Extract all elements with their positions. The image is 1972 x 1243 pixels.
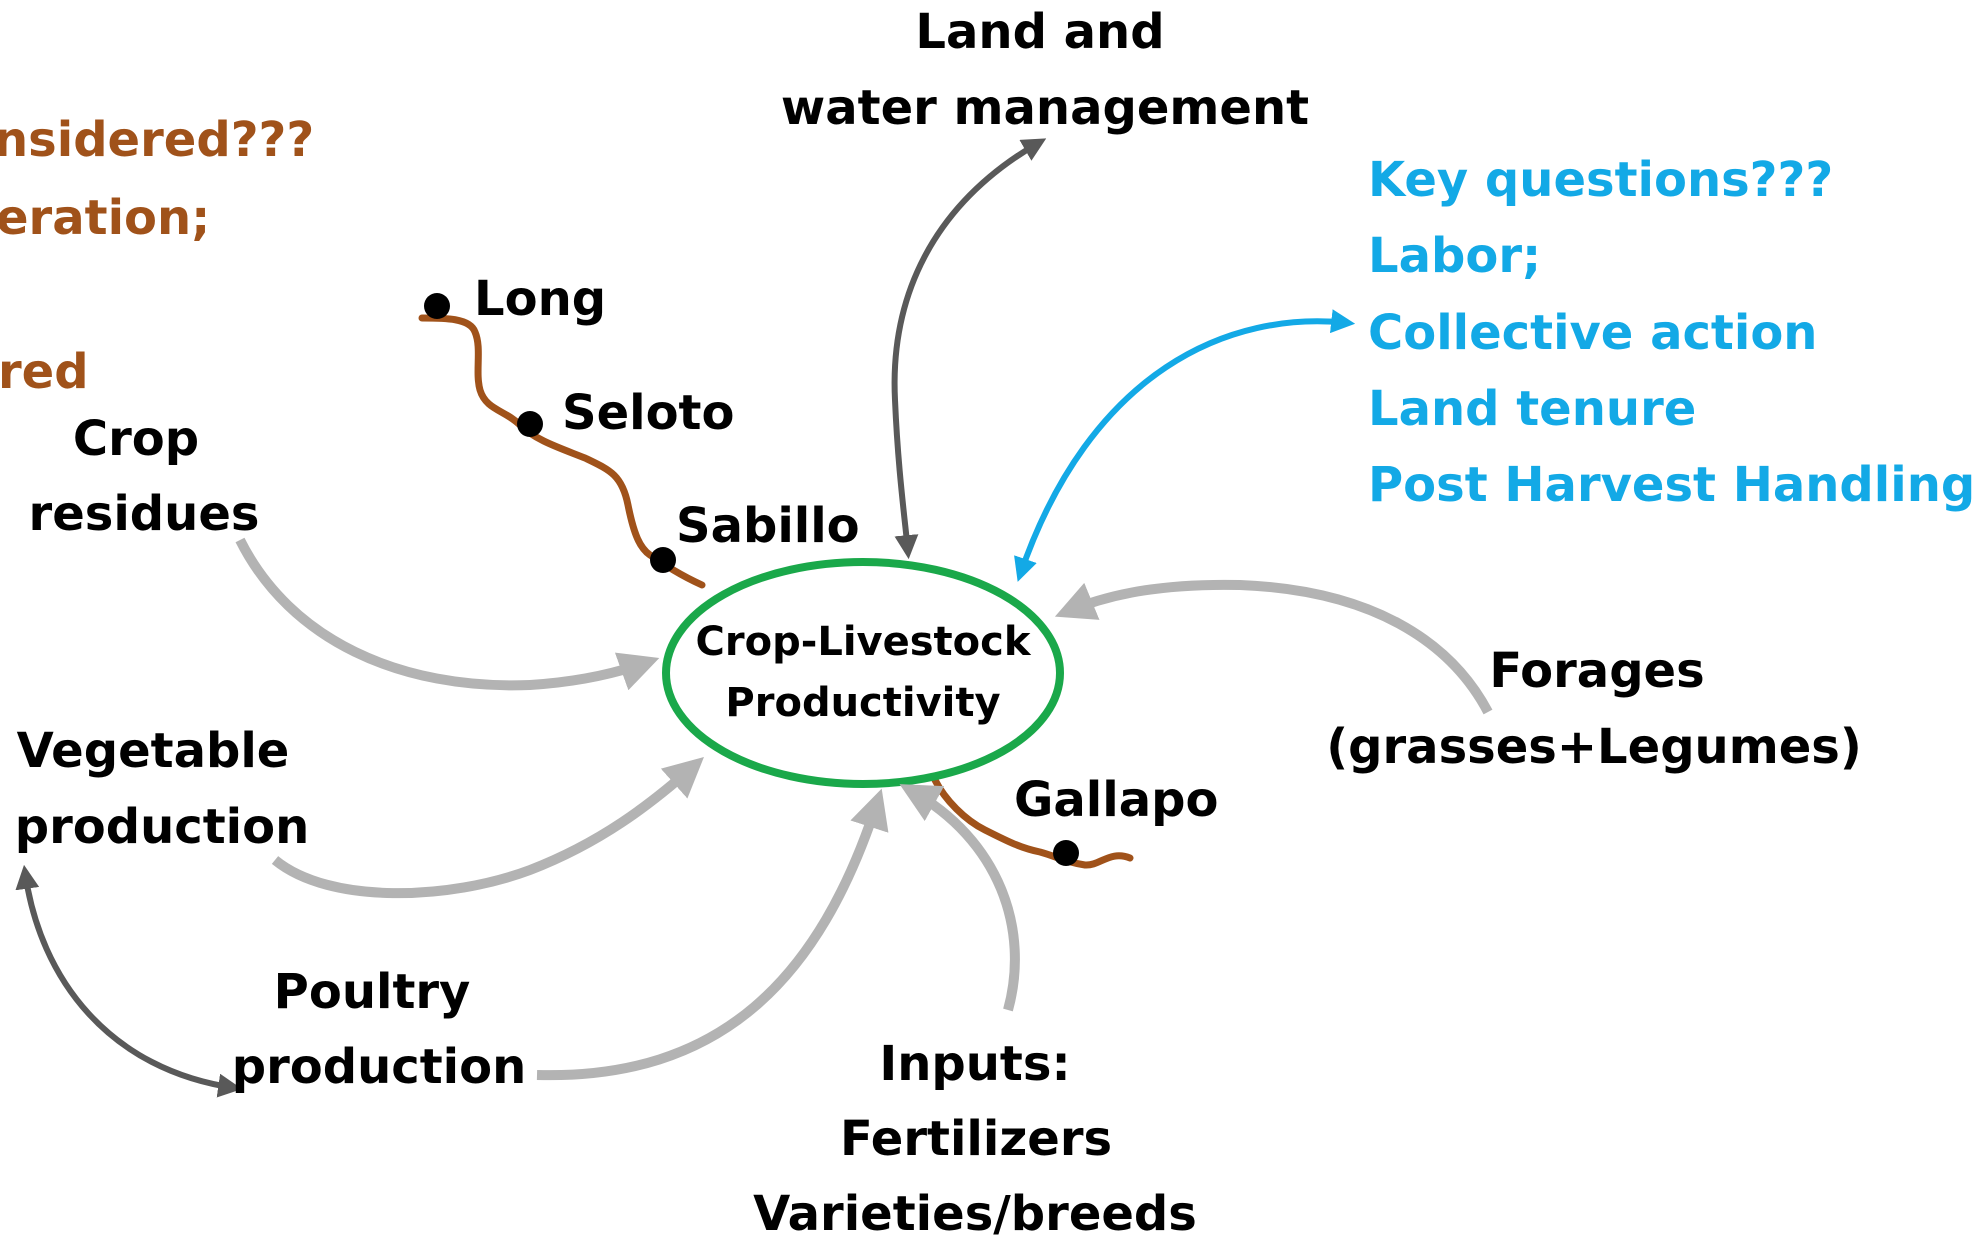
top-left-line-1: nsidered??? — [0, 112, 315, 168]
inputs-line-1: Inputs: — [879, 1036, 1071, 1092]
vegetable-line-2: production — [14, 799, 310, 855]
key-question-item: Land tenure — [1368, 381, 1697, 437]
vegetable-line-1: Vegetable — [16, 723, 290, 779]
inputs-line-3: Varieties/breeds — [753, 1186, 1197, 1242]
poultry-line-1: Poultry — [273, 964, 471, 1020]
center-ellipse — [662, 558, 1064, 788]
key-question-item: Collective action — [1368, 305, 1818, 361]
crop-residues-line-1: Crop — [72, 411, 200, 467]
center-title-line-1: Crop-Livestock — [695, 619, 1031, 665]
key-question-item: Labor; — [1368, 228, 1542, 284]
forages-line-2: (grasses+Legumes) — [1326, 719, 1862, 775]
poultry-arrow — [536, 788, 889, 1081]
sabillo-marker-dot — [650, 547, 676, 573]
seloto-marker-dot — [517, 411, 543, 437]
forages-arrow — [1054, 579, 1493, 715]
inputs-arrow — [899, 784, 1020, 1012]
river-lower-line — [931, 776, 1134, 869]
crop-residues-arrow — [235, 537, 660, 691]
land-water-line-1: Land and — [915, 4, 1165, 60]
long-marker-dot — [424, 293, 450, 319]
place-label-seloto: Seloto — [562, 385, 735, 441]
poultry-line-2: production — [231, 1039, 527, 1095]
vegetable-poultry-arrow — [15, 864, 243, 1098]
key-questions-title: Key questions??? — [1368, 152, 1834, 208]
top-left-line-2: eration; — [0, 190, 211, 246]
inputs-line-2: Fertilizers — [839, 1111, 1113, 1167]
crop-residues-line-2: residues — [28, 486, 260, 542]
top-left-line-3: red — [0, 344, 89, 400]
gallapo-marker-dot — [1053, 840, 1079, 866]
place-label-gallapo: Gallapo — [1014, 772, 1219, 828]
key-questions-arrow — [1014, 309, 1356, 582]
vegetable-arrow — [271, 757, 704, 899]
place-label-long: Long — [474, 271, 607, 327]
key-question-item: Post Harvest Handling — [1368, 457, 1972, 513]
land-water-line-2: water management — [780, 80, 1310, 136]
place-label-sabillo: Sabillo — [676, 498, 860, 554]
center-title-line-2: Productivity — [725, 680, 1001, 726]
river-upper-line — [418, 314, 706, 589]
land-water-arrow — [891, 138, 1047, 560]
forages-line-1: Forages — [1489, 643, 1705, 699]
